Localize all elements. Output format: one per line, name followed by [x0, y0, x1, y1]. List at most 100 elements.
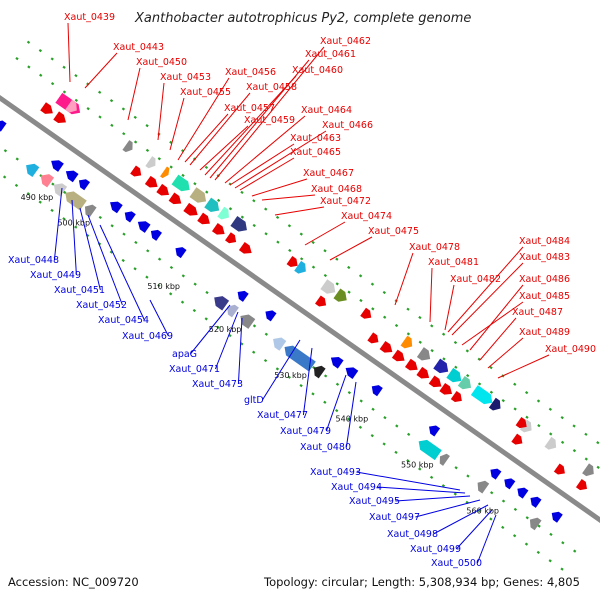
gene-shape — [418, 439, 442, 461]
leader-line — [415, 499, 481, 518]
gene-label: Xaut_0449 — [30, 270, 81, 281]
gene-label: Xaut_0471 — [169, 364, 220, 375]
gene-label: Xaut_0450 — [136, 57, 187, 68]
gene-shape — [504, 478, 516, 490]
reverse-gene — [530, 496, 542, 508]
gene-shape — [225, 232, 237, 244]
leader-line — [204, 75, 297, 176]
leader-line — [209, 59, 310, 179]
gene-label: Xaut_0494 — [331, 482, 382, 493]
gene-label: Xaut_0451 — [54, 285, 105, 296]
forward-gene — [40, 102, 53, 114]
leader-line — [251, 178, 308, 197]
gene-label: Xaut_0465 — [290, 147, 341, 158]
gene-label: Xaut_0486 — [519, 274, 570, 285]
leader-line — [447, 246, 524, 333]
label-leader-lines — [53, 22, 550, 564]
leader-line — [214, 311, 239, 370]
gene-shape — [446, 367, 462, 383]
forward-gene-box — [416, 347, 431, 361]
gene-label: apaG — [172, 349, 197, 360]
tick-label: 510 kbp — [147, 282, 180, 291]
forward-gene — [553, 463, 565, 475]
leader-line — [377, 486, 466, 494]
gene-shape — [529, 517, 542, 531]
forward-gene — [53, 111, 66, 124]
reverse-gene — [110, 201, 123, 214]
forward-gene-box — [189, 187, 207, 203]
gene-shape — [137, 221, 151, 233]
forward-gene-box — [65, 99, 77, 113]
gene-shape — [40, 102, 53, 114]
reverse-gene-box — [40, 174, 55, 188]
forward-gene — [379, 340, 393, 353]
gene-shape — [144, 175, 158, 188]
gene-shape — [156, 183, 170, 196]
gene-shape — [183, 202, 198, 216]
leader-line — [224, 115, 306, 184]
gene-label: Xaut_0477 — [257, 410, 308, 421]
gene-shape — [175, 247, 187, 259]
leader-line — [479, 317, 517, 361]
forward-gene — [575, 479, 588, 491]
gene-shape — [189, 187, 207, 203]
gene-label: Xaut_0478 — [409, 242, 460, 253]
gene-label: Xaut_0461 — [305, 49, 356, 60]
gene-shape — [345, 367, 359, 379]
forward-gene-box — [400, 335, 413, 349]
forward-gene-box — [544, 436, 557, 450]
gene-shape — [488, 397, 501, 411]
gene-shape — [130, 165, 142, 177]
leader-line — [497, 354, 550, 379]
forward-gene — [225, 232, 237, 244]
reverse-gene-box — [214, 296, 230, 311]
leader-line — [127, 67, 141, 121]
gene-label: Xaut_0500 — [431, 558, 482, 569]
reverse-gene-box — [418, 439, 442, 461]
gene-label: Xaut_0455 — [180, 87, 231, 98]
leader-line — [394, 252, 414, 306]
gene-shape — [575, 479, 588, 491]
gene-label: Xaut_0487 — [512, 307, 563, 318]
gene-label: Xaut_0439 — [64, 12, 115, 23]
gene-shape — [51, 160, 64, 172]
leader-line — [456, 509, 493, 550]
forward-gene — [428, 375, 442, 388]
forward-gene-box — [217, 206, 229, 220]
gene-label: Xaut_0499 — [410, 544, 461, 555]
gene-shape — [240, 314, 256, 329]
leader-line — [395, 495, 471, 502]
gene-shape — [204, 197, 220, 213]
forward-gene — [450, 390, 462, 403]
gene-shape — [360, 307, 372, 319]
gene-shape — [53, 111, 66, 124]
leader-line — [169, 97, 185, 151]
reverse-gene-box — [313, 365, 326, 379]
gene-label: Xaut_0483 — [519, 252, 570, 263]
reverse-gene-box — [227, 304, 239, 318]
leader-line — [199, 125, 249, 171]
gene-shape — [371, 385, 383, 397]
reverse-gene — [517, 487, 529, 499]
gene-shape — [315, 295, 327, 307]
forward-gene-box — [294, 260, 306, 274]
reverse-gene-box — [273, 337, 287, 351]
forward-gene-box — [470, 385, 493, 405]
leader-line — [469, 284, 524, 351]
reverse-gene-box — [529, 517, 542, 531]
gene-shape — [265, 310, 277, 322]
leader-line — [461, 301, 524, 346]
tick-label: 530 kbp — [274, 371, 307, 380]
reverse-gene-box — [477, 480, 490, 494]
gene-label: Xaut_0482 — [450, 274, 501, 285]
gene-shape — [433, 358, 449, 374]
reverse-gene — [330, 356, 344, 369]
gene-label: Xaut_0497 — [369, 512, 420, 523]
forward-gene-box — [122, 140, 133, 153]
gene-label: Xaut_0454 — [98, 315, 149, 326]
gene-label: Xaut_0458 — [246, 82, 297, 93]
leader-line — [444, 284, 455, 331]
leader-line — [451, 262, 524, 336]
gene-shape — [490, 468, 502, 480]
gene-label: Xaut_0469 — [122, 331, 173, 342]
